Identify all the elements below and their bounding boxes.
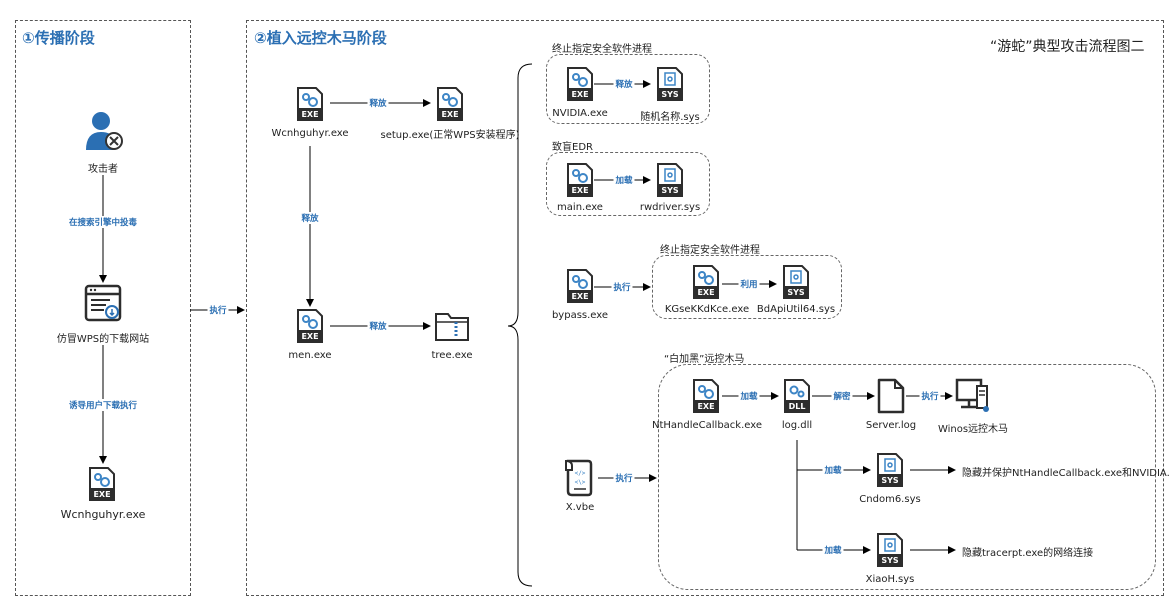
exe-icon: EXE bbox=[692, 378, 720, 418]
exe-icon: EXE bbox=[566, 66, 594, 106]
sys-icon: SYS bbox=[876, 532, 904, 572]
node-setup-label: setup.exe(正常WPS安装程序) bbox=[380, 130, 520, 141]
website-icon bbox=[84, 284, 122, 326]
group-terminate-2-label: 终止指定安全软件进程 bbox=[660, 245, 760, 256]
node-ntcb-label: NtHandleCallback.exe bbox=[651, 420, 763, 431]
edge-label-search: 在搜索引擎中投毒 bbox=[66, 216, 140, 228]
group-white-black bbox=[658, 364, 1156, 590]
node-xiaoh-label: XiaoH.sys bbox=[865, 574, 915, 585]
edge-label-induce: 诱导用户下载执行 bbox=[66, 399, 140, 411]
node-rwdriver-label: rwdriver.sys bbox=[639, 202, 701, 213]
node-site-label: 仿冒WPS的下载网站 bbox=[56, 334, 150, 345]
computer-icon bbox=[955, 376, 991, 420]
sys-icon: SYS bbox=[782, 264, 810, 304]
node-xvbe-label: X.vbe bbox=[565, 502, 595, 513]
group-terminate-1-label: 终止指定安全软件进程 bbox=[552, 44, 652, 55]
attacker-icon bbox=[84, 110, 124, 158]
exe-icon-text: EXE bbox=[571, 90, 588, 99]
node-winos-label: Winos远控木马 bbox=[937, 424, 1009, 435]
phase2-frame bbox=[246, 20, 1164, 596]
exe-icon: EXE bbox=[692, 264, 720, 304]
phase2-title: ②植入远控木马阶段 bbox=[254, 29, 387, 47]
sys-icon: SYS bbox=[876, 452, 904, 492]
group-white-black-label: “白加黑”远控木马 bbox=[664, 354, 745, 365]
exe-icon-text: EXE bbox=[697, 288, 714, 297]
brace bbox=[507, 63, 533, 587]
script-icon: </> <\> bbox=[564, 458, 594, 502]
edge-label-load4: 加载 bbox=[822, 544, 844, 556]
node-attacker-label: 攻击者 bbox=[88, 164, 118, 175]
exe-icon: EXE bbox=[88, 466, 116, 506]
svg-text:</>: </> bbox=[575, 470, 586, 477]
sys-icon: SYS bbox=[656, 162, 684, 202]
edge-label-exec-vbe: 执行 bbox=[613, 472, 635, 484]
node-bdapi-label: BdApiUtil64.sys bbox=[756, 304, 836, 315]
edge-label-release3: 释放 bbox=[367, 320, 389, 332]
exe-icon-text: EXE bbox=[571, 186, 588, 195]
edge-label-release4: 释放 bbox=[613, 78, 635, 90]
node-wcn1-label: Wcnhguhyr.exe bbox=[60, 508, 146, 521]
sys-icon-text: SYS bbox=[881, 556, 899, 565]
edge-label-exec-main: 执行 bbox=[207, 304, 229, 316]
edge-label-exec-server: 执行 bbox=[919, 390, 941, 402]
sys-icon: SYS bbox=[656, 66, 684, 106]
node-kgse-label: KGseKKdKce.exe bbox=[664, 304, 750, 315]
exe-icon: EXE bbox=[566, 268, 594, 308]
group-terminate-1 bbox=[546, 54, 710, 124]
edge-label-load3: 加载 bbox=[822, 464, 844, 476]
exe-icon: EXE bbox=[296, 86, 324, 126]
exe-icon-text: EXE bbox=[301, 332, 318, 341]
note-hide-network: 隐藏tracerpt.exe的网络连接 bbox=[962, 548, 1094, 559]
dll-icon: DLL bbox=[783, 378, 811, 418]
edge-label-use: 利用 bbox=[738, 278, 760, 290]
file-icon bbox=[877, 378, 905, 418]
edge-label-exec-bypass: 执行 bbox=[611, 281, 633, 293]
dll-icon-text: DLL bbox=[789, 402, 806, 411]
sys-icon-text: SYS bbox=[661, 90, 679, 99]
exe-icon-text: EXE bbox=[441, 110, 458, 119]
phase1-frame bbox=[15, 20, 191, 596]
edge-label-release2: 释放 bbox=[299, 212, 321, 224]
node-men-label: men.exe bbox=[288, 350, 332, 361]
sys-icon-text: SYS bbox=[881, 476, 899, 485]
node-logdll-label: log.dll bbox=[781, 420, 813, 431]
folder-zip-icon bbox=[434, 310, 470, 346]
svg-text:<\>: <\> bbox=[575, 479, 586, 486]
node-nvidia-label: NVIDIA.exe bbox=[552, 108, 608, 119]
exe-icon-text: EXE bbox=[93, 490, 110, 499]
exe-icon: EXE bbox=[566, 162, 594, 202]
phase1-title: ①传播阶段 bbox=[22, 29, 95, 47]
edge-label-load1: 加载 bbox=[613, 174, 635, 186]
exe-icon-text: EXE bbox=[301, 110, 318, 119]
sys-icon-text: SYS bbox=[661, 186, 679, 195]
sys-icon-text: SYS bbox=[787, 288, 805, 297]
group-blind-edr bbox=[546, 152, 710, 216]
node-bypass-label: bypass.exe bbox=[551, 310, 609, 321]
exe-icon-text: EXE bbox=[571, 292, 588, 301]
group-terminate-2 bbox=[652, 255, 842, 319]
group-blind-edr-label: 致盲EDR bbox=[552, 142, 593, 153]
note-hide-protect: 隐藏并保护NtHandleCallback.exe和NVIDIA.exe bbox=[962, 468, 1170, 479]
node-wcn2-label: Wcnhguhyr.exe bbox=[271, 128, 349, 139]
diagram-title: “游蛇”典型攻击流程图二 bbox=[990, 39, 1145, 55]
exe-icon-text: EXE bbox=[697, 402, 714, 411]
node-serverlog-label: Server.log bbox=[865, 420, 917, 431]
edge-label-release1: 释放 bbox=[367, 97, 389, 109]
node-main-label: main.exe bbox=[557, 202, 603, 213]
node-randsys-label: 随机名称.sys bbox=[640, 112, 700, 123]
exe-icon: EXE bbox=[296, 308, 324, 348]
edge-label-load2: 加载 bbox=[738, 390, 760, 402]
edge-label-decrypt: 解密 bbox=[831, 390, 853, 402]
exe-icon: EXE bbox=[436, 86, 464, 126]
node-tree-label: tree.exe bbox=[431, 350, 473, 361]
node-cndom-label: Cndom6.sys bbox=[859, 494, 921, 505]
